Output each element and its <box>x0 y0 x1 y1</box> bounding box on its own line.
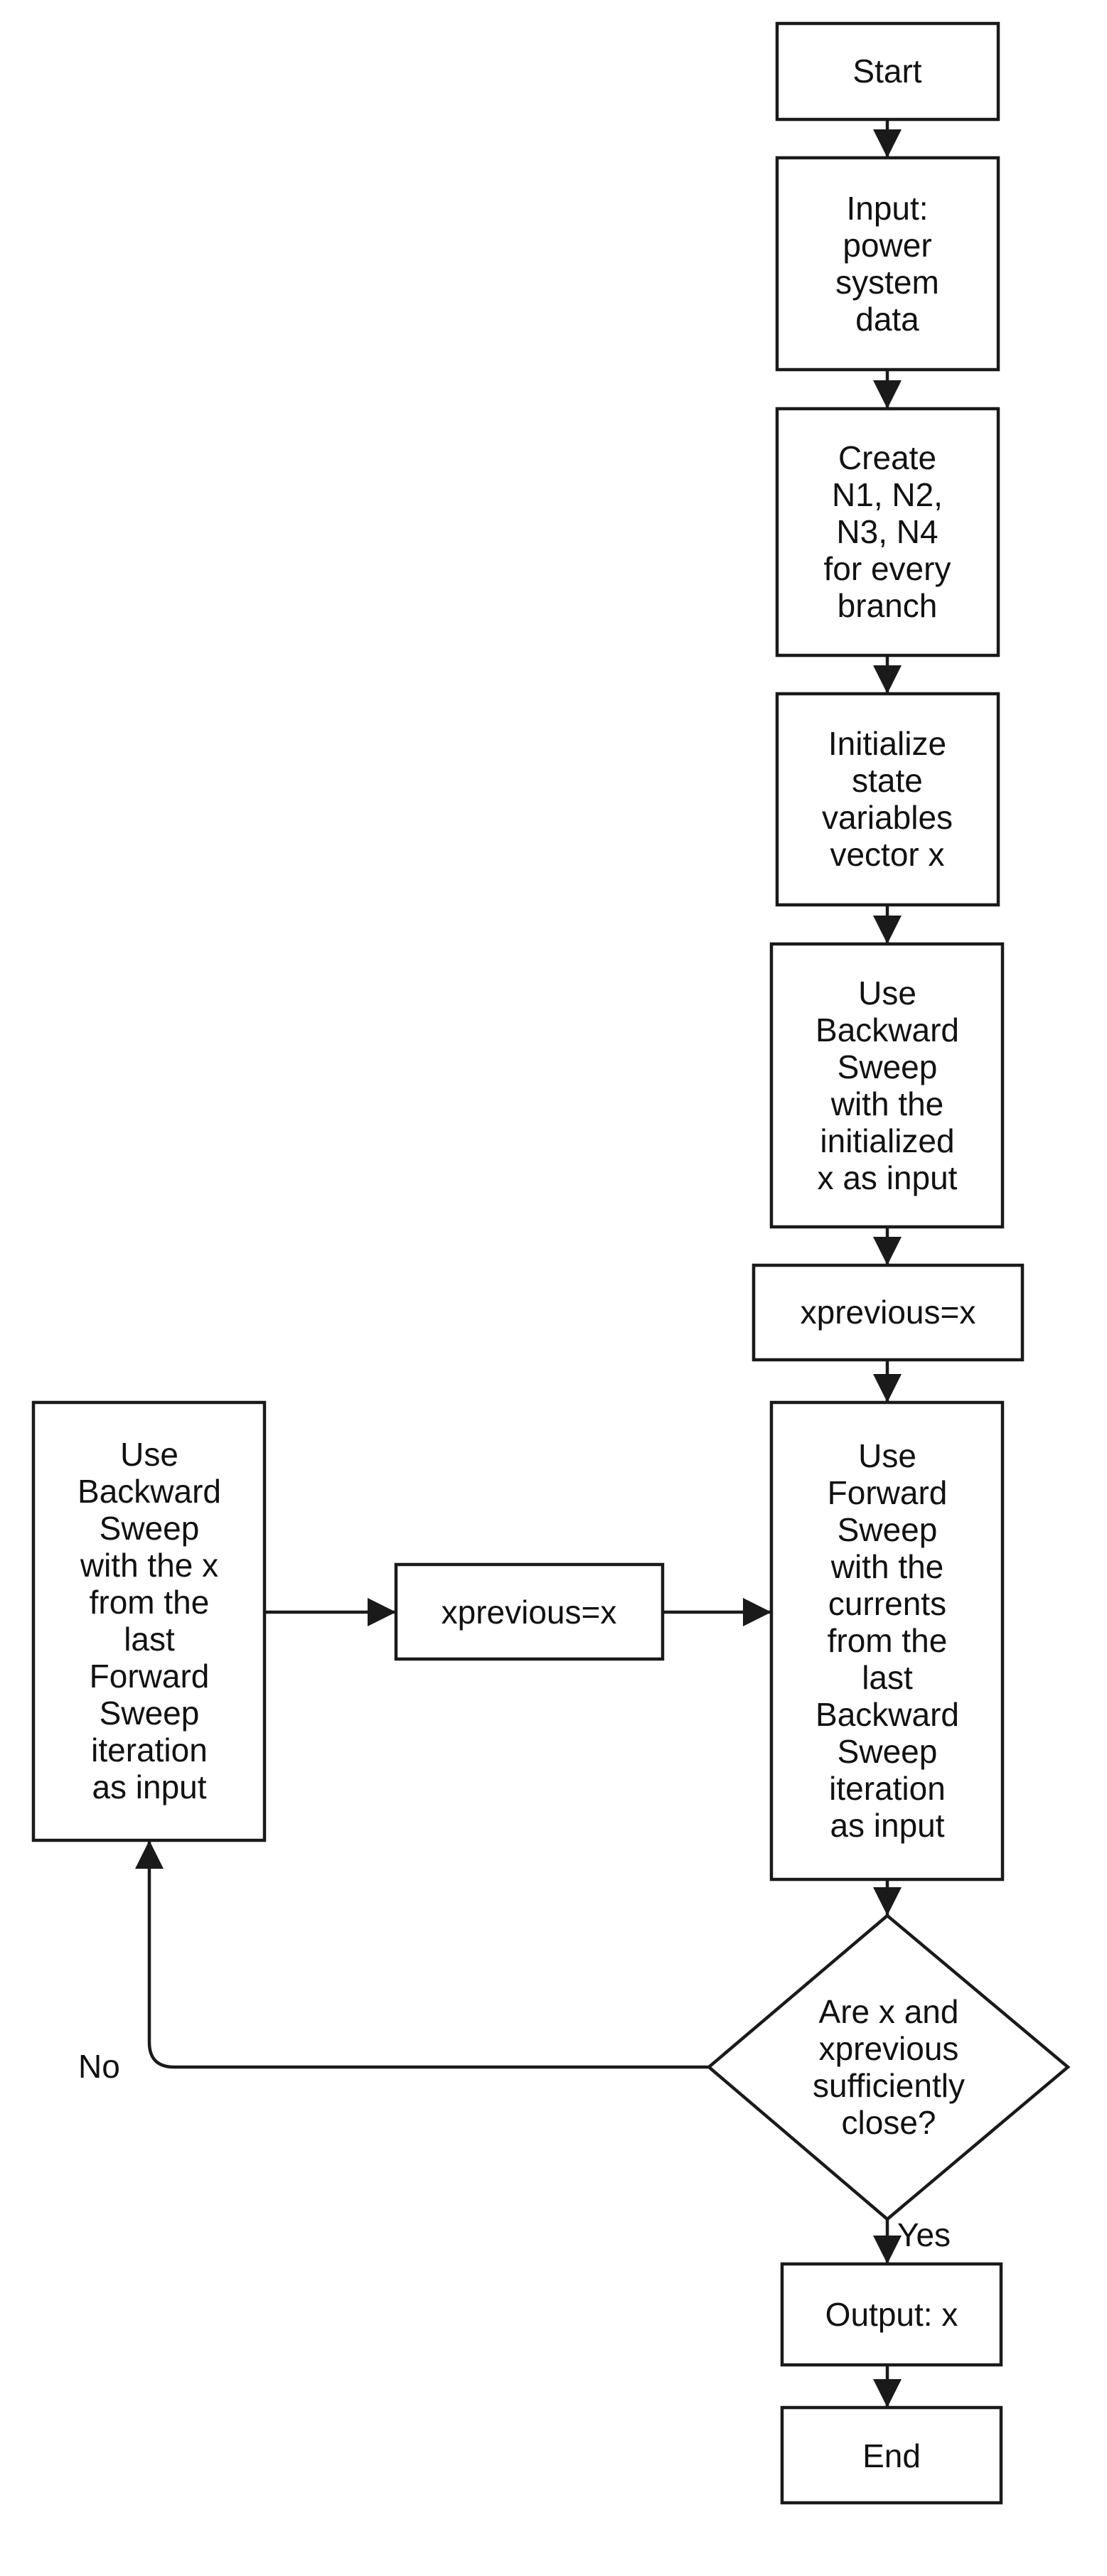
edges <box>135 119 902 2408</box>
label-line: Initialize <box>828 725 946 762</box>
label-line: Sweep <box>838 1048 938 1085</box>
label-line: xprevious <box>819 2030 959 2067</box>
output-box <box>780 2262 1003 2367</box>
backward-loop-box <box>31 1400 267 1842</box>
xprevious-loop-label: xprevious=x <box>442 1594 617 1631</box>
label-line: iteration <box>829 1770 946 1807</box>
label-line: vector x <box>830 836 944 873</box>
label-line: close? <box>842 2104 936 2141</box>
label-line: Backward <box>77 1473 221 1510</box>
label-line: from the <box>90 1584 210 1621</box>
edge-decision-no-to-backward-loop <box>135 1840 709 2069</box>
label-line: data <box>855 301 919 338</box>
label-line: sufficiently <box>813 2067 965 2104</box>
output-label: Output: x <box>825 2296 958 2333</box>
end-box <box>780 2405 1003 2505</box>
end-label: End <box>862 2437 921 2474</box>
label-line: last <box>862 1659 913 1696</box>
label-line: End <box>862 2437 921 2474</box>
label-line: last <box>124 1621 175 1658</box>
start-label: Start <box>852 53 921 90</box>
xprevious-box <box>752 1263 1025 1362</box>
label-line: for every <box>824 550 951 587</box>
label-line: from the <box>828 1622 948 1659</box>
label-line: N3, N4 <box>836 513 938 550</box>
label-line: Create <box>838 439 936 476</box>
label-line: Use <box>858 975 916 1011</box>
backward-sweep-box <box>769 942 1005 1229</box>
label-line: state <box>852 762 923 799</box>
label-line: Output: x <box>825 2296 958 2333</box>
label-line: currents <box>828 1585 946 1622</box>
label-line: Sweep <box>838 1511 938 1548</box>
label-line: Input: <box>846 190 928 227</box>
forward-sweep-box <box>769 1400 1005 1882</box>
label-line: Forward <box>828 1474 948 1511</box>
label-line: with the <box>830 1085 944 1122</box>
label-line: as input <box>92 1769 206 1805</box>
label-line: xprevious=x <box>442 1594 617 1631</box>
label-line: Sweep <box>100 1510 200 1547</box>
label-line: N1, N2, <box>832 476 943 513</box>
no-label: No <box>78 2048 120 2085</box>
label-line: as input <box>830 1807 944 1844</box>
label-line: Sweep <box>100 1695 200 1732</box>
xprevious-loop-box <box>394 1562 665 1661</box>
label-line: Use <box>120 1436 178 1473</box>
label-line: Forward <box>90 1658 210 1695</box>
label-line: system <box>835 264 939 301</box>
xprevious-label: xprevious=x <box>801 1294 976 1331</box>
yes-label: Yes <box>897 2216 951 2253</box>
label-line: Backward <box>815 1011 959 1048</box>
initialize-box <box>775 692 1000 907</box>
label-line: Sweep <box>838 1733 938 1770</box>
label-line: Start <box>852 53 921 90</box>
input-box <box>775 156 1000 372</box>
start-box <box>775 21 1000 122</box>
label-line: with the x <box>80 1547 218 1584</box>
label-line: branch <box>838 587 938 624</box>
label-line: with the <box>830 1548 944 1585</box>
label-line: Use <box>858 1437 916 1474</box>
label-line: xprevious=x <box>801 1294 976 1331</box>
label-line: Backward <box>815 1696 959 1733</box>
label-line: iteration <box>91 1732 208 1769</box>
label-line: power <box>843 227 931 264</box>
label-line: initialized <box>820 1122 954 1159</box>
create-box <box>775 407 1000 658</box>
label-line: Are x and <box>819 1993 959 2030</box>
label-line: variables <box>822 799 953 836</box>
decision-diamond <box>706 1914 1071 2221</box>
label-line: x as input <box>818 1159 958 1196</box>
